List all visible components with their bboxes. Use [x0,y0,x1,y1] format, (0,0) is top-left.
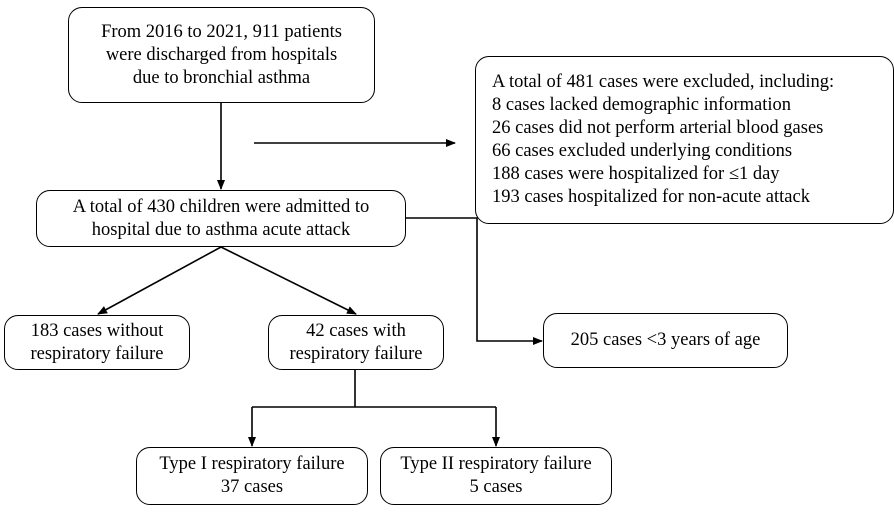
arrow-admitted-to-without-failure [97,246,222,315]
node-excluded: A total of 481 cases were excluded, incl… [475,56,894,224]
node-without-failure: 183 cases without respiratory failure [4,315,190,370]
node-admitted-line: A total of 430 children were admitted to [72,196,370,217]
node-type-two-line: 5 cases [469,477,523,497]
node-excluded-line: 193 cases hospitalized for non-acute att… [492,187,810,207]
node-excluded-line: 66 cases excluded underlying conditions [492,141,793,161]
node-type-two-line: Type II respiratory failure [400,454,592,474]
node-without-failure-line: respiratory failure [30,343,164,364]
node-with-failure: 42 cases with respiratory failure [268,315,444,370]
node-excluded-line: 8 cases lacked demographic information [492,95,791,115]
arrow-admitted-to-under-three [406,217,543,345]
node-excluded-line: A total of 481 cases were excluded, incl… [492,72,835,92]
node-with-failure-line: 42 cases with [306,320,406,341]
node-excluded-line: 188 cases were hospitalized for ≤1 day [492,164,780,184]
node-with-failure-line: respiratory failure [289,343,423,364]
node-discharged: From 2016 to 2021, 911 patients were dis… [68,7,375,103]
node-type-one: Type I respiratory failure 37 cases [136,447,368,505]
node-discharged-line: From 2016 to 2021, 911 patients [101,21,342,42]
node-discharged-line: due to bronchial asthma [132,67,311,88]
node-excluded-line: 26 cases did not perform arterial blood … [492,118,824,138]
node-type-one-line: 37 cases [220,477,284,497]
arrow-admitted-to-with-failure [220,246,357,315]
node-under-three-line: 205 cases <3 years of age [570,330,761,350]
node-type-one-line: Type I respiratory failure [159,454,345,474]
node-type-two: Type II respiratory failure 5 cases [380,447,612,505]
node-admitted-line: hospital due to asthma acute attack [91,219,351,240]
node-admitted: A total of 430 children were admitted to… [36,190,406,247]
node-discharged-line: were discharged from hospitals [105,44,338,65]
node-without-failure-line: 183 cases without [30,320,164,341]
node-under-three: 205 cases <3 years of age [543,313,788,368]
